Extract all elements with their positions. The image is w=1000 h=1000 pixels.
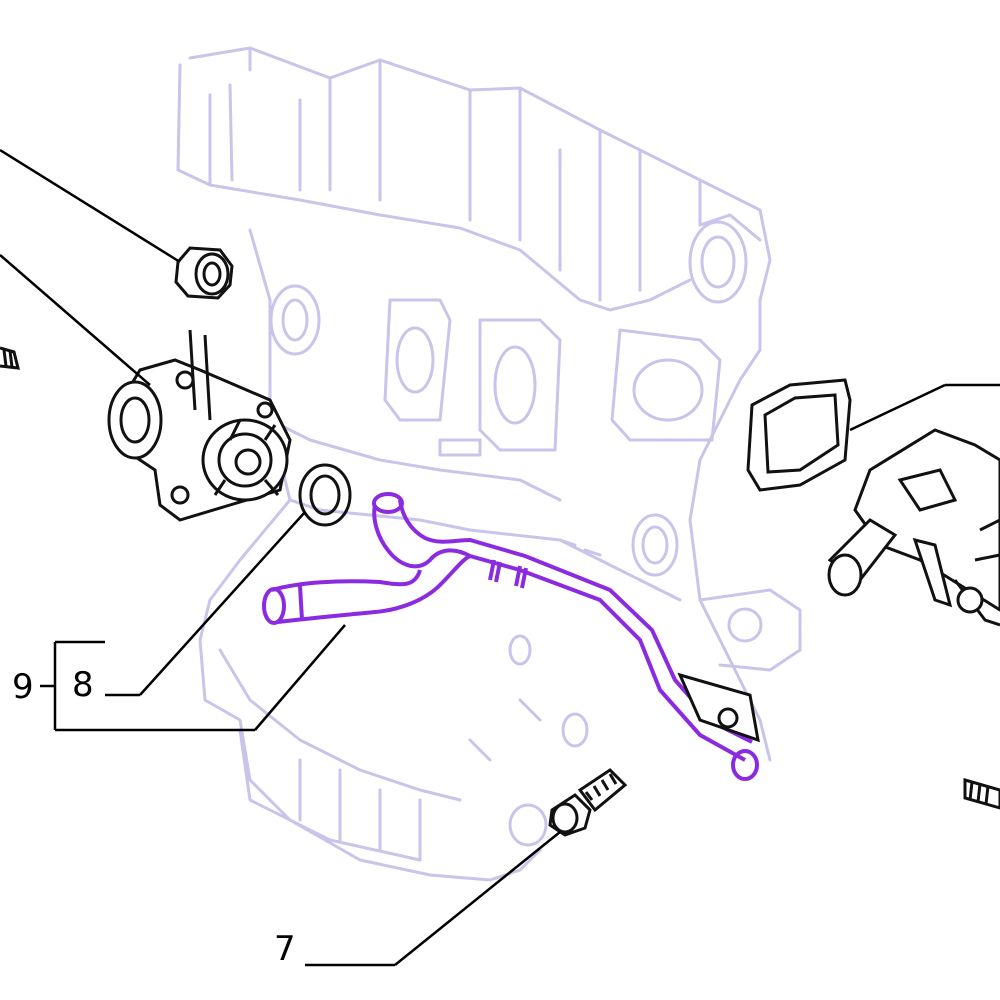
leader-9-to-pipe [254,624,346,731]
thermostat-housing[interactable] [827,428,1000,627]
leader-water-pump [0,254,151,386]
bolt-part-7[interactable] [548,768,628,837]
coolant-pipe-highlighted[interactable] [262,492,759,781]
leader-thermostat [849,383,946,432]
left-stud [0,346,20,370]
leader-lines [0,148,1000,967]
leader-bushing [0,148,181,264]
o-ring-seal[interactable] [298,463,352,527]
callout-label-8: 8 [72,665,94,705]
pipe-bracket [677,672,760,743]
leader-8 [139,511,306,696]
pump-bushing[interactable] [174,246,234,300]
right-stud [963,778,1000,810]
callout-label-7: 7 [274,929,296,969]
thermostat-gasket[interactable] [746,378,852,492]
water-pump[interactable] [107,329,292,522]
callout-label-9: 9 [12,667,34,707]
leader-7 [394,831,561,966]
